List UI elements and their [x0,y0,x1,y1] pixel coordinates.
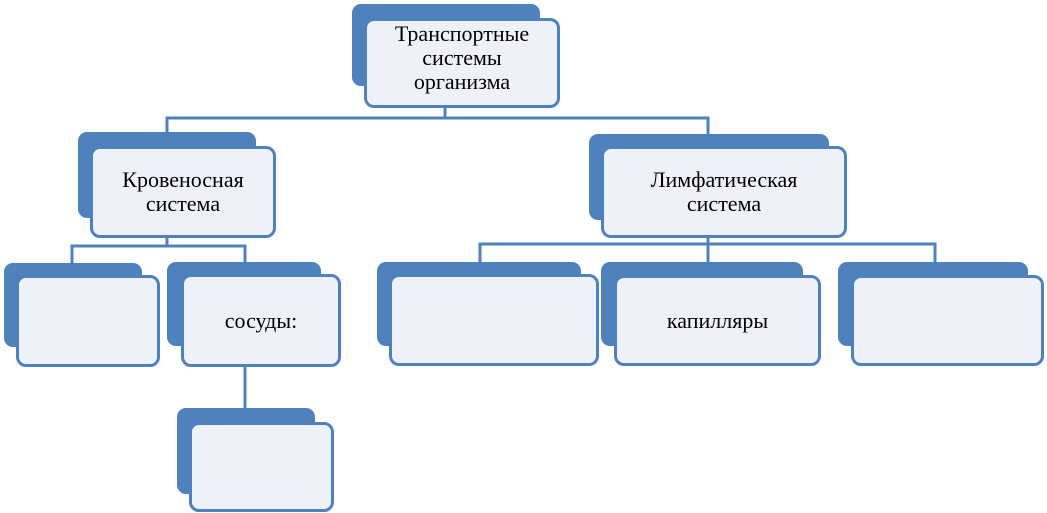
lymph-child-1-box [389,274,599,366]
blood-system-box: Кровеносная система [90,146,276,238]
blood-child-1-box [16,275,160,367]
lymph-system-box: Лимфатическая система [601,146,847,238]
root-node-label: Транспортные системы организма [394,21,530,94]
lymph-system-label: Лимфатическая система [650,167,798,216]
lymph-child-3-box [851,275,1044,366]
capillaries-label: капилляры [666,307,769,333]
vessels-box: сосуды: [181,274,341,367]
blood-system-label: Кровеносная система [122,167,244,216]
root-node-box: Транспортные системы организма [364,18,560,108]
capillaries-box: капилляры [614,275,821,366]
vessels-label: сосуды: [224,307,298,333]
vessels-child-box [189,422,334,512]
